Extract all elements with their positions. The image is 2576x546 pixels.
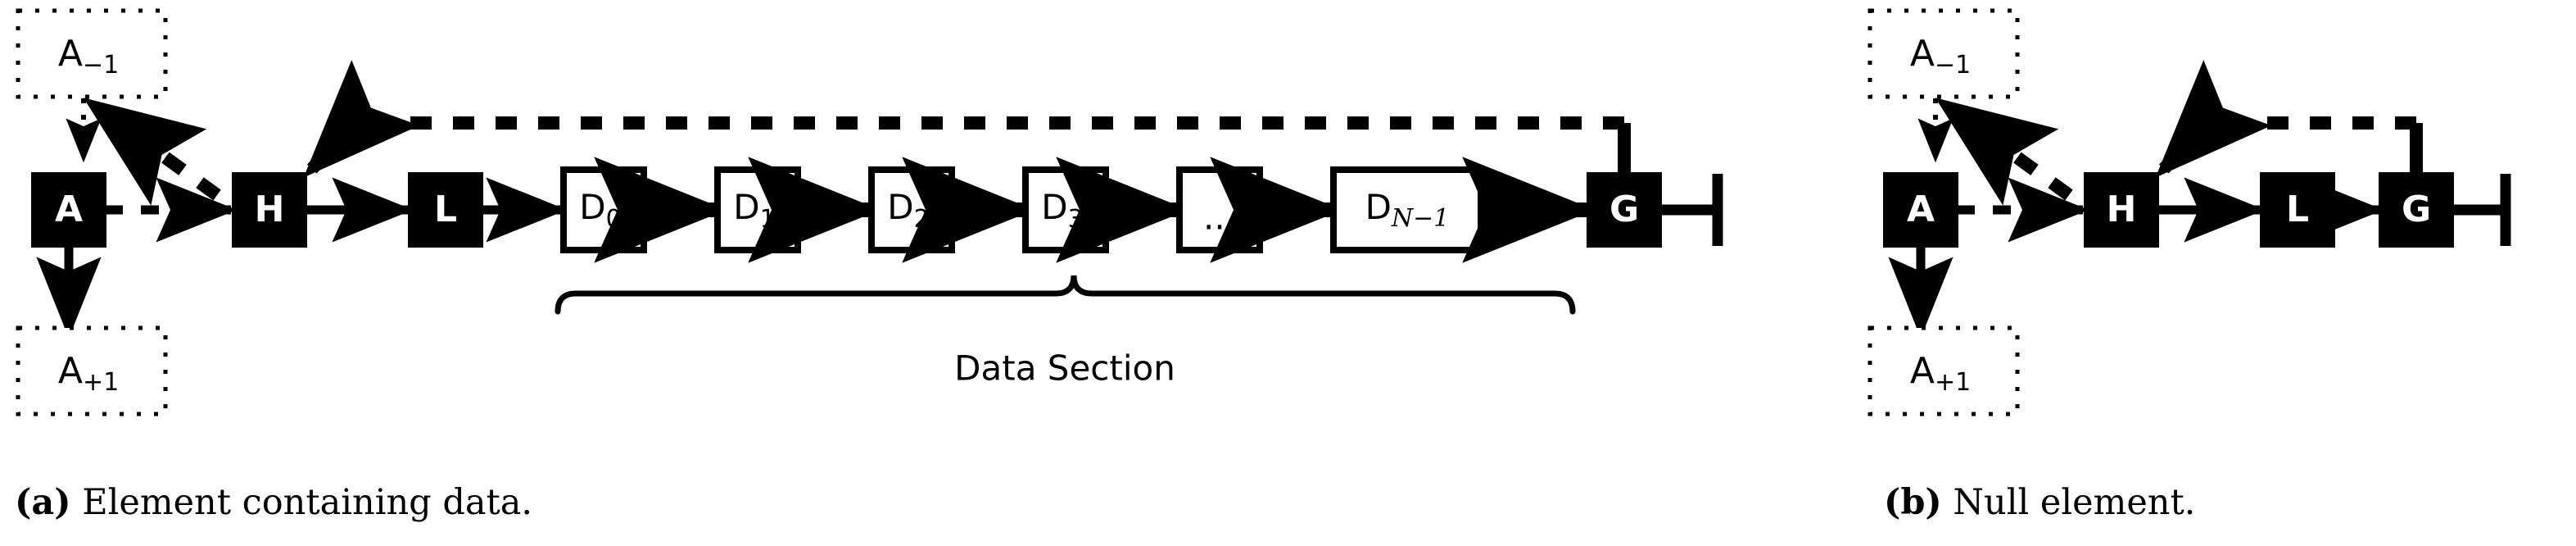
ghost-node-next-label: A+1 xyxy=(58,350,119,397)
node-d1[interactable]: D1 xyxy=(714,166,801,253)
ghost-node-prev-label: A−1 xyxy=(1910,33,1971,80)
node-d1-sub: 1 xyxy=(760,205,776,234)
node-a-anchor[interactable]: A xyxy=(31,172,106,248)
node-l-length[interactable]: L xyxy=(2260,172,2335,248)
ghost-next-sub: +1 xyxy=(1935,368,1971,397)
node-d3-sub: 3 xyxy=(1068,205,1084,234)
ghost-prev-sub: −1 xyxy=(83,51,119,80)
node-l-box xyxy=(408,172,483,248)
node-ellipsis: ... xyxy=(1176,166,1263,253)
data-section-label: Data Section xyxy=(954,348,1175,389)
ghost-box-outline xyxy=(1867,8,2020,99)
node-h-label: H xyxy=(2107,189,2137,230)
node-h-box xyxy=(232,172,307,248)
node-dn-label: DN−1 xyxy=(1365,187,1450,234)
caption-b-body: Null element. xyxy=(1941,482,2196,523)
node-h-head[interactable]: H xyxy=(2084,172,2159,248)
panel-a: A−1 A A+1 xyxy=(16,8,1723,416)
node-a-label: A xyxy=(1907,189,1935,230)
ghost-prev-sub: −1 xyxy=(1935,51,1971,80)
ghost-box-outline xyxy=(16,325,168,416)
node-l-length[interactable]: L xyxy=(408,172,483,248)
node-l-label: L xyxy=(434,189,457,230)
ghost-node-next-a: A+1 xyxy=(16,325,168,416)
node-d0-base: D xyxy=(579,187,605,227)
caption-panel-b: (b) Null element. xyxy=(1884,482,2195,523)
data-section-brace xyxy=(555,275,1576,315)
panel-b: A−1 A A+1 xyxy=(1867,8,2511,416)
node-d2-sub: 2 xyxy=(914,205,930,234)
ghost-node-next-label: A+1 xyxy=(1910,350,1971,397)
node-a-anchor[interactable]: A xyxy=(1883,172,1958,248)
node-g-label: G xyxy=(2402,189,2431,230)
node-d0[interactable]: D0 xyxy=(560,166,647,253)
node-h-label: H xyxy=(255,189,285,230)
ghost-prev-base: A xyxy=(1910,33,1935,75)
node-d2[interactable]: D2 xyxy=(868,166,955,253)
node-g-label: G xyxy=(1609,189,1639,230)
ghost-next-sub: +1 xyxy=(83,368,119,397)
ghost-node-next-b: A+1 xyxy=(1867,325,2020,416)
ghost-node-prev-a: A−1 xyxy=(16,8,168,99)
caption-b-tag: (b) xyxy=(1884,482,1942,523)
ghost-next-base: A xyxy=(58,350,83,392)
node-g-guard[interactable]: G xyxy=(2379,172,2454,248)
caption-a-tag: (a) xyxy=(15,482,71,523)
node-l-label: L xyxy=(2286,189,2309,230)
node-dn-base: D xyxy=(1365,187,1392,227)
node-d3[interactable]: D3 xyxy=(1022,166,1109,253)
ghost-node-prev-b: A−1 xyxy=(1867,8,2020,99)
link-h-to-ghostprev-dashed xyxy=(83,95,221,206)
node-g-guard[interactable]: G xyxy=(1587,172,1662,248)
caption-a-body: Element containing data. xyxy=(70,482,533,523)
node-h-head[interactable]: H xyxy=(232,172,307,248)
node-d3-base: D xyxy=(1041,187,1067,227)
link-h-to-ghostprev-dashed xyxy=(1935,95,2073,206)
caption-panel-a: (a) Element containing data. xyxy=(15,482,532,523)
ghost-prev-base: A xyxy=(58,33,83,75)
ghost-box-outline xyxy=(1867,325,2020,416)
link-g-to-h-dashed-elbow xyxy=(2154,60,2272,179)
link-g-to-h-dashed-elbow xyxy=(302,60,420,179)
node-ellipsis-label: ... xyxy=(1203,198,1236,238)
ghost-box-outline xyxy=(16,8,168,99)
node-dn[interactable]: DN−1 xyxy=(1330,166,1484,253)
node-a-label: A xyxy=(55,189,83,230)
ghost-node-prev-label: A−1 xyxy=(58,33,119,80)
node-d2-base: D xyxy=(887,187,913,227)
node-d0-sub: 0 xyxy=(606,205,622,234)
node-dn-sub: N−1 xyxy=(1391,204,1449,233)
node-dn-box xyxy=(1330,166,1484,253)
ghost-next-base: A xyxy=(1910,350,1935,392)
node-d1-base: D xyxy=(733,187,759,227)
